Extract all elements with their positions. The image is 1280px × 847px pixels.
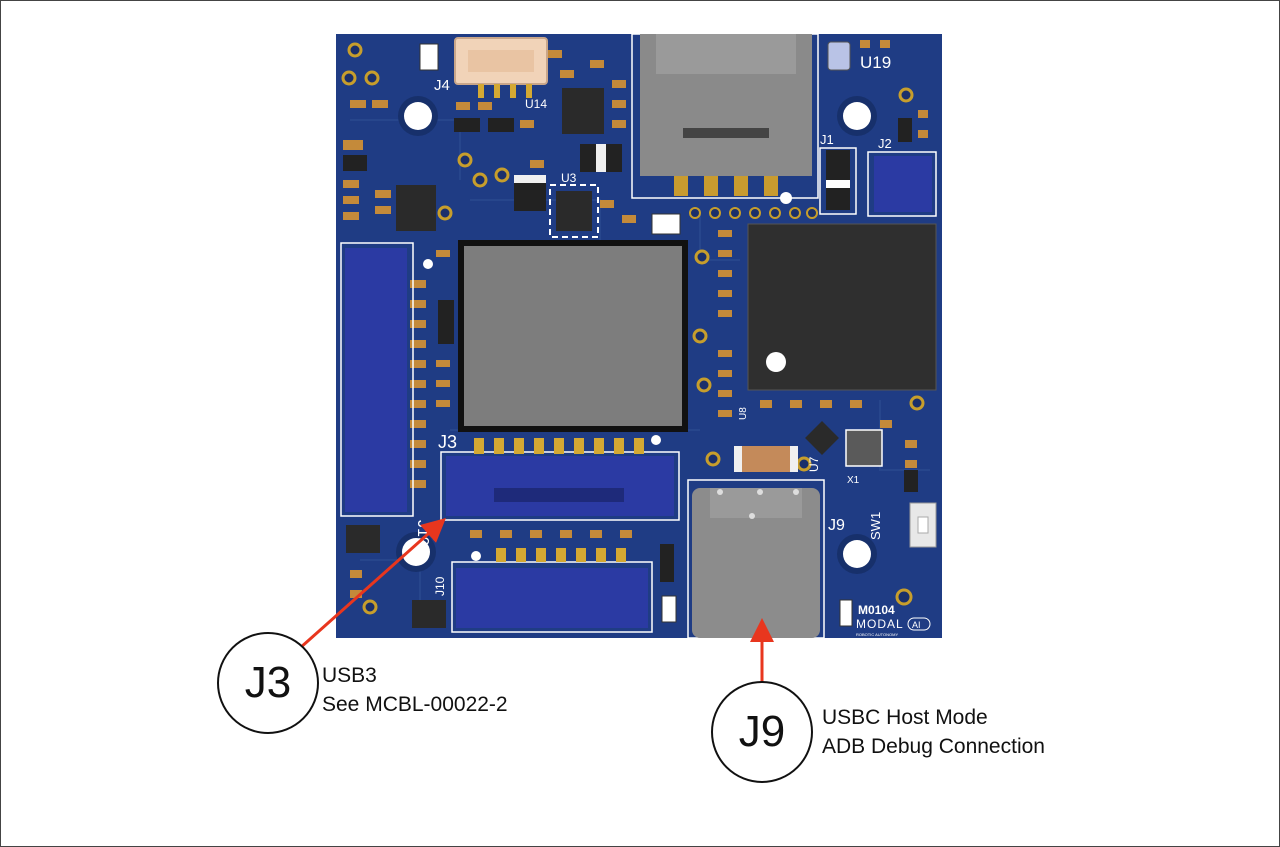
top-connector — [631, 33, 819, 204]
j10-led — [661, 595, 677, 623]
j2-small-part — [898, 118, 912, 142]
label-brand-tagline: ROBOTIC AUTONOMY — [856, 632, 898, 637]
label-j3: J3 — [438, 432, 457, 452]
via-row — [689, 207, 818, 219]
label-j4: J4 — [434, 77, 450, 94]
mounting-holes — [396, 96, 877, 574]
left-ic — [396, 185, 436, 231]
j9-callout-circle: J9 — [711, 681, 813, 783]
u3-outline — [549, 184, 599, 238]
j10-side-ic — [660, 544, 674, 582]
bottom-ic — [412, 600, 446, 628]
j19-side-ic — [438, 300, 454, 344]
u19-part — [827, 41, 851, 71]
j2-part — [874, 156, 932, 212]
j9-usbc-connector — [687, 479, 825, 639]
label-u8: U8 — [738, 407, 749, 420]
label-x1: X1 — [847, 475, 860, 486]
j19-connector — [345, 248, 407, 512]
label-part-number: M0104 — [858, 603, 895, 617]
j9-callout-label: J9 — [738, 707, 786, 756]
j2-outline — [867, 151, 937, 217]
passive-components — [343, 40, 928, 598]
j4-small-part — [419, 43, 439, 71]
label-sw1: SW1 — [868, 512, 883, 540]
j19-outline — [340, 242, 414, 517]
j3-callout-line-2: See MCBL-00022-2 — [322, 693, 508, 716]
gold-test-pads — [341, 42, 925, 615]
u7-part — [805, 421, 839, 455]
j10-connector — [451, 548, 653, 633]
sw1-side-ic — [904, 470, 918, 492]
passive-column-j19 — [410, 280, 426, 488]
j3-callout-description: USB3 See MCBL-00022-2 — [322, 661, 508, 719]
label-u3: U3 — [561, 171, 577, 185]
label-u7: U7 — [807, 456, 821, 472]
label-u14: U14 — [525, 97, 547, 111]
processor-chip — [464, 246, 682, 426]
x1-crystal — [845, 429, 883, 467]
led-part — [651, 213, 681, 235]
u14-chip — [562, 88, 604, 134]
j3-callout-circle: J3 — [217, 632, 319, 734]
label-u19: U19 — [860, 53, 891, 72]
silkscreen-labels: J4 U14 U3 U19 J1 J2 J3 J19 J10 U8 U7 X1 … — [414, 53, 931, 637]
label-j1: J1 — [820, 132, 834, 147]
label-brand-ai: AI — [912, 620, 921, 630]
dark-module — [747, 223, 937, 391]
j3-callout-label: J3 — [244, 658, 292, 707]
j3-callout-line-1: USB3 — [322, 664, 377, 687]
j3-callout-arrow — [299, 518, 446, 650]
j9-callout-description: USBC Host Mode ADB Debug Connection — [822, 703, 1045, 761]
j9-callout-line-1: USBC Host Mode — [822, 706, 988, 729]
left-small-ic — [343, 155, 367, 171]
label-j9: J9 — [828, 517, 845, 534]
small-ic-2 — [488, 118, 514, 132]
label-j2: J2 — [878, 136, 892, 151]
j4-connector — [454, 37, 548, 98]
j3-connector — [440, 438, 680, 521]
j1-outline — [819, 147, 857, 215]
label-j10: J10 — [433, 576, 447, 596]
small-ic-1 — [454, 118, 480, 132]
passive-column-center — [436, 230, 732, 417]
bottom-right-led — [839, 599, 853, 627]
j9-callout-line-2: ADB Debug Connection — [822, 735, 1045, 758]
bottom-left-ic — [346, 525, 380, 553]
label-brand: MODAL — [856, 617, 904, 631]
u3-chip — [556, 191, 592, 231]
